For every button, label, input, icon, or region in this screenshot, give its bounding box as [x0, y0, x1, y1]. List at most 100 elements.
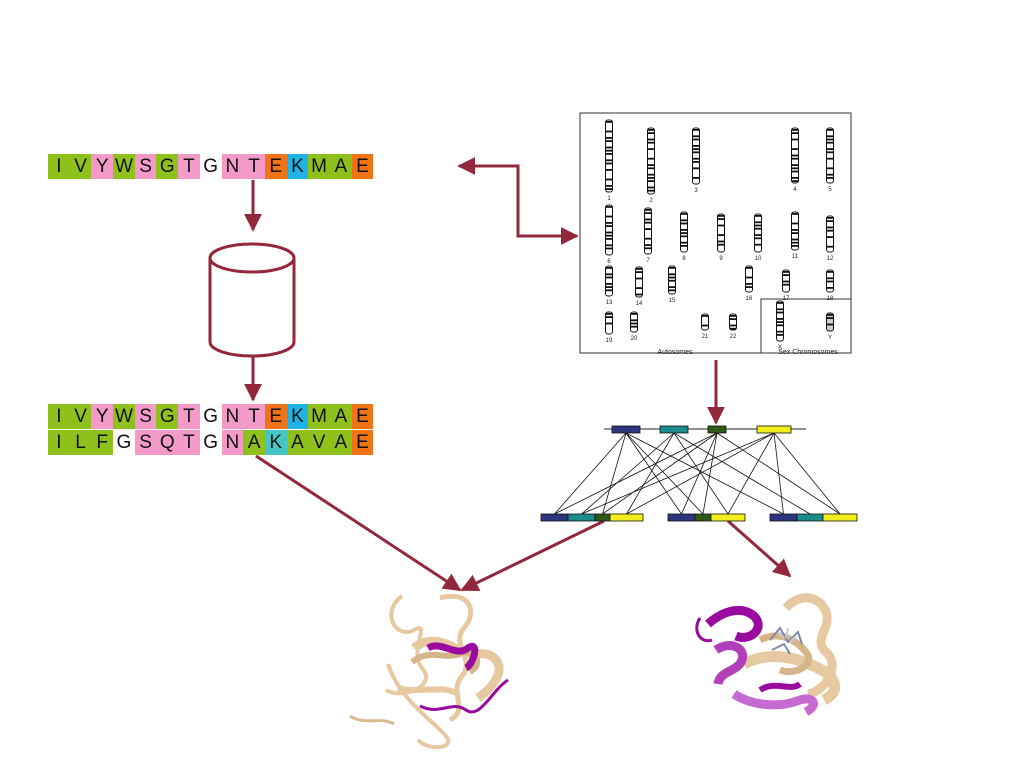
network-edges — [554, 432, 841, 515]
network-edge — [581, 432, 675, 515]
residue-aligned_2-1: L — [69, 430, 92, 455]
residue-aligned_1-12: M — [308, 404, 330, 429]
network-nodes — [540, 425, 858, 522]
residue-aligned_1-2: Y — [91, 404, 114, 429]
chromosome-21: 21 — [701, 313, 709, 340]
residue-top-12: M — [308, 154, 330, 179]
chromosome-14: 14 — [635, 266, 643, 307]
network-edge — [554, 432, 718, 515]
chromosome-label: 10 — [755, 256, 762, 262]
network-edge — [602, 432, 718, 515]
residue-top-4: S — [134, 154, 157, 179]
residue-top-9: T — [243, 154, 265, 179]
residue-aligned_1-14: E — [351, 404, 374, 429]
protein-structure-1 — [349, 593, 509, 750]
chromosome-20: 20 — [630, 311, 638, 342]
chromosome-15: 15 — [668, 265, 676, 304]
network-node-bottom — [710, 513, 746, 522]
chromosome-Y: Y — [826, 312, 834, 341]
arrow-network-to-structure — [460, 519, 605, 592]
residue-aligned_2-14: E — [351, 430, 374, 455]
residue-top-14: E — [351, 154, 374, 179]
chromosome-10: 10 — [754, 213, 762, 262]
network-edge — [626, 432, 675, 515]
chromosome-3: 3 — [692, 127, 700, 194]
chromosome-label: 20 — [631, 336, 638, 342]
chromosome-label: 22 — [730, 334, 737, 340]
network-edge — [625, 432, 704, 515]
network-graph — [540, 425, 858, 522]
chromosome-1: 1 — [605, 119, 613, 202]
chromosome-8: 8 — [680, 211, 688, 262]
network-edge — [773, 432, 784, 515]
residue-aligned_2-2: F — [91, 430, 114, 455]
chromosome-label: 6 — [607, 259, 611, 265]
residue-aligned_1-13: A — [329, 404, 352, 429]
chromosome-label: 15 — [669, 298, 676, 304]
network-node-bottom — [567, 513, 596, 522]
protein-structure-2 — [695, 593, 840, 716]
chromosome-17: 17 — [782, 269, 790, 302]
chromosome-label: 8 — [682, 256, 686, 262]
network-edge — [625, 432, 784, 515]
network-node-bottom — [667, 513, 696, 522]
network-node-bottom — [822, 513, 858, 522]
network-node-top — [707, 425, 727, 434]
network-node-bottom — [769, 513, 798, 522]
chromosome-label: 12 — [827, 256, 834, 262]
network-edge — [773, 432, 841, 515]
network-node-bottom — [796, 513, 824, 522]
residue-aligned_2-0: I — [48, 430, 70, 455]
residue-aligned_2-4: S — [134, 430, 157, 455]
chromosome-label: Y — [828, 335, 832, 341]
residue-aligned_2-7: G — [199, 430, 222, 455]
chromosome-X: X — [776, 300, 784, 351]
network-edge — [625, 432, 682, 515]
chromosome-7: 7 — [644, 207, 652, 264]
chromosome-9: 9 — [717, 213, 725, 262]
residue-aligned_1-6: T — [178, 404, 200, 429]
residue-aligned_1-3: W — [113, 404, 135, 429]
network-node-bottom — [540, 513, 569, 522]
residue-aligned_1-4: S — [134, 404, 157, 429]
chromosome-label: 14 — [636, 301, 643, 307]
chromosome-label: 19 — [606, 338, 613, 344]
database-icon — [208, 242, 296, 358]
network-node-top — [611, 425, 641, 434]
chromosome-label: 2 — [649, 198, 653, 204]
residue-aligned_1-1: V — [69, 404, 92, 429]
autosomes-label: Autosomes — [657, 349, 693, 356]
residue-top-5: G — [156, 154, 179, 179]
chromosome-11: 11 — [791, 211, 799, 260]
residue-top-13: A — [329, 154, 352, 179]
residue-aligned_1-8: N — [221, 404, 244, 429]
residue-top-2: Y — [91, 154, 114, 179]
residue-aligned_2-3: G — [113, 430, 135, 455]
chromosome-label: X — [778, 345, 782, 351]
residue-top-1: V — [69, 154, 92, 179]
chromosome-label: 9 — [719, 256, 723, 262]
residue-top-6: T — [178, 154, 200, 179]
network-node-bottom — [594, 513, 611, 522]
chromosome-label: 4 — [793, 187, 797, 193]
network-edge — [602, 432, 627, 515]
residue-aligned_1-11: K — [286, 404, 309, 429]
residue-aligned_2-13: A — [329, 430, 352, 455]
network-edge — [702, 432, 718, 515]
chromosome-label: 3 — [694, 188, 698, 194]
chromosome-label: 1 — [607, 196, 611, 202]
chromosome-12: 12 — [826, 215, 834, 262]
residue-aligned_2-12: V — [308, 430, 330, 455]
chromosome-label: 13 — [606, 300, 613, 306]
network-edge — [681, 432, 718, 515]
chromosome-label: 21 — [702, 334, 709, 340]
residue-top-11: K — [286, 154, 309, 179]
chromosome-22: 22 — [729, 313, 737, 340]
chromosome-label: 16 — [746, 296, 753, 302]
network-node-bottom — [694, 513, 712, 522]
